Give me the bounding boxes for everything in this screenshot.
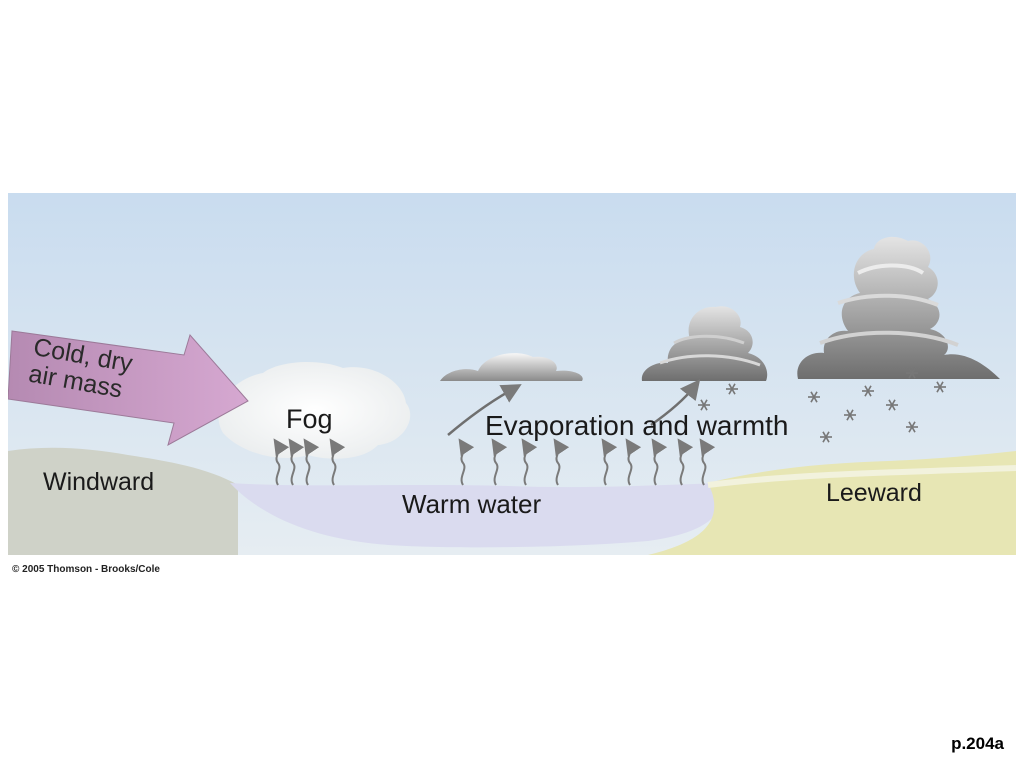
heat-rising-arrow-icon [303,438,320,486]
snowflake-icon [698,399,710,411]
heat-rising-arrow-icon [458,438,475,486]
heat-rising-arrow-icon [601,438,618,486]
heat-rising-arrow-icon [625,438,642,486]
copyright-notice: © 2005 Thomson - Brooks/Cole [12,564,160,575]
heat-rising-arrow-icon [329,438,346,486]
snowflake-icon [726,383,738,395]
cloud-icon [797,236,1000,379]
snowflake-icon [820,431,832,443]
heat-rising-arrow-icon [677,438,694,486]
leeward-label: Leeward [826,479,922,507]
fog-label: Fog [286,404,333,434]
snowfall [698,367,946,443]
heat-rising-arrow-icon [273,438,290,486]
snowflake-icon [934,381,946,393]
heat-rising-arrows [273,438,716,486]
snowflake-icon [844,409,856,421]
heat-rising-arrow-icon [521,438,538,486]
evaporation-arrow [447,384,522,436]
heat-rising-arrow-icon [651,438,668,486]
heat-rising-arrow-icon [288,438,305,486]
heat-rising-arrow-icon [699,438,716,486]
evaporation-arrow [650,379,701,427]
warm-water-body [230,483,724,548]
windward-label: Windward [43,468,155,496]
page-number: p.204a [951,734,1004,753]
heat-rising-arrow-icon [491,438,508,486]
warm-water-label: Warm water [402,489,542,519]
snowflake-icon [906,421,918,433]
snowflake-icon [862,385,874,397]
cloud-icon [440,353,583,381]
snowflake-icon [906,367,918,379]
cloud-icon [641,306,768,381]
leeward-land [648,451,1016,555]
windward-land [8,447,238,555]
lake-effect-diagram [8,193,1016,555]
snowflake-icon [808,391,820,403]
evaporation-label: Evaporation and warmth [485,410,789,441]
fog-cloud [218,361,411,459]
heat-rising-arrow-icon [553,438,570,486]
snowflake-icon [886,399,898,411]
cold-air-mass-arrow [8,330,249,447]
